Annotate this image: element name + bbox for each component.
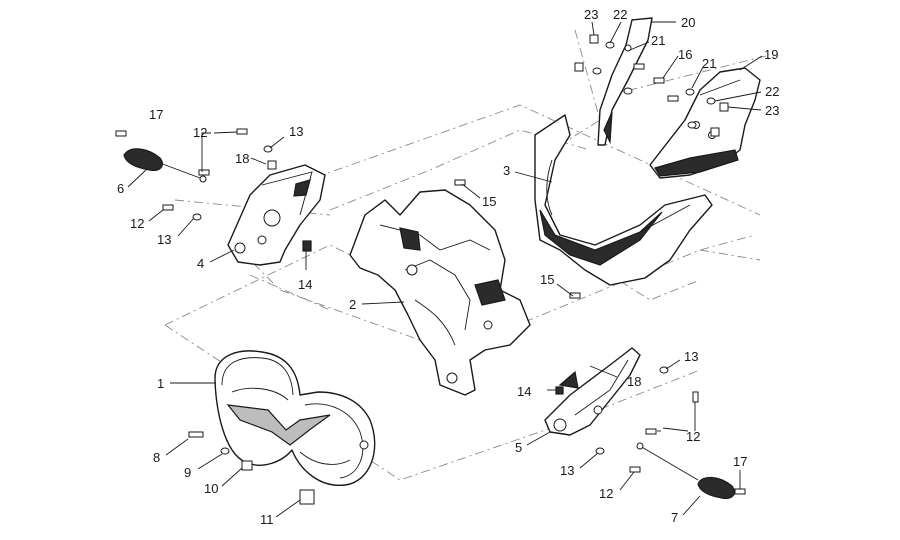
callout-23-top: 23 — [584, 7, 598, 22]
callout-9: 9 — [184, 465, 191, 480]
callout-2: 2 — [349, 297, 356, 312]
callout-5: 5 — [515, 440, 522, 455]
right-indicator — [636, 442, 735, 499]
side-trim-panel — [649, 67, 761, 179]
callout-12-right: 12 — [686, 429, 700, 444]
fasteners — [115, 34, 746, 505]
callout-14-left: 14 — [298, 277, 312, 292]
callout-23-right: 23 — [765, 103, 779, 118]
callout-8: 8 — [153, 450, 160, 465]
callout-15-lower: 15 — [540, 272, 554, 287]
callout-labels: 1 2 3 4 5 6 7 8 9 10 11 12 12 12 12 13 1… — [117, 7, 779, 527]
callout-13-right: 13 — [684, 349, 698, 364]
callout-17-right: 17 — [733, 454, 747, 469]
callout-16: 16 — [678, 47, 692, 62]
bracket-strip — [597, 17, 653, 146]
callout-14-right: 14 — [517, 384, 531, 399]
callout-12-top-left: 12 — [193, 125, 207, 140]
callout-21-left: 21 — [651, 33, 665, 48]
upper-fairing — [534, 114, 713, 286]
left-bracket — [227, 164, 326, 266]
callout-7: 7 — [671, 510, 678, 525]
callout-13-bottom: 13 — [560, 463, 574, 478]
front-carrier-bracket — [349, 189, 531, 396]
callout-18-left: 18 — [235, 151, 249, 166]
callout-12-bottom: 12 — [599, 486, 613, 501]
callout-4: 4 — [197, 256, 204, 271]
callout-17-left: 17 — [149, 107, 163, 122]
callout-22-right: 22 — [765, 84, 779, 99]
headlight-assembly — [214, 350, 376, 486]
callout-6: 6 — [117, 181, 124, 196]
leader-lines — [127, 21, 763, 518]
callout-1: 1 — [157, 376, 164, 391]
callout-20: 20 — [681, 15, 695, 30]
right-bracket — [544, 347, 641, 436]
callout-18-right: 18 — [627, 374, 641, 389]
callout-10: 10 — [204, 481, 218, 496]
callout-13-left: 13 — [157, 232, 171, 247]
callout-19: 19 — [764, 47, 778, 62]
callout-21-right: 21 — [702, 56, 716, 71]
callout-13-top-left: 13 — [289, 124, 303, 139]
left-indicator — [123, 148, 207, 183]
callout-22-top: 22 — [613, 7, 627, 22]
callout-12-left: 12 — [130, 216, 144, 231]
callout-11: 11 — [260, 512, 274, 527]
callout-15-upper: 15 — [482, 194, 496, 209]
callout-3: 3 — [503, 163, 510, 178]
